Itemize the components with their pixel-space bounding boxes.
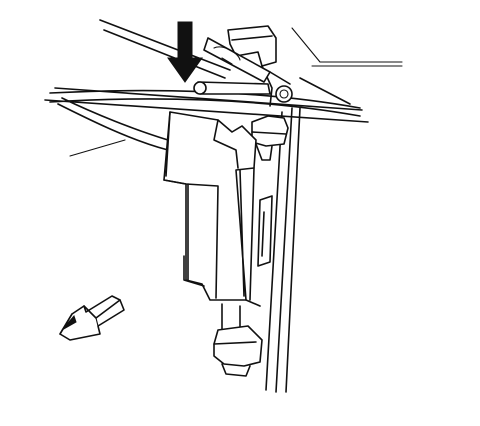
main-bracket: [163, 111, 261, 307]
forward-arrow-icon: [59, 295, 125, 341]
lower-clip: [213, 303, 263, 377]
vertical-frame: [265, 107, 301, 393]
down-arrow-icon: [167, 21, 203, 83]
panel-top-edges: [99, 19, 403, 105]
upper-clip: [251, 115, 289, 161]
upper-latch-assembly: [193, 25, 293, 107]
frame-slot: [257, 195, 273, 267]
left-flange: [57, 97, 169, 157]
